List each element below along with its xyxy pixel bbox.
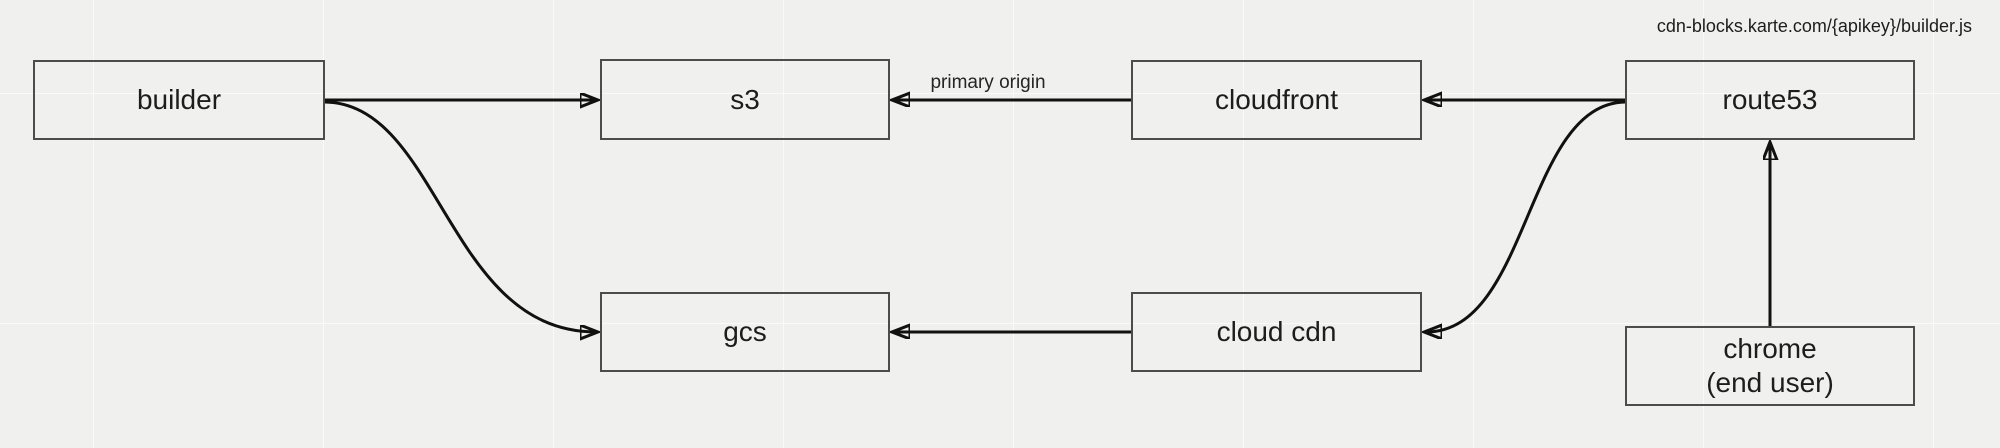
node-builder-label: builder (136, 84, 222, 115)
node-builder: builder (33, 60, 325, 140)
node-route53-label: route53 (1722, 84, 1818, 115)
node-chrome-label-line2: (end user) (1706, 367, 1834, 398)
arrow-route53-to-cloud-cdn (1426, 100, 1626, 332)
arrow-builder-to-gcs (324, 100, 596, 332)
node-cloud-cdn-label: cloud cdn (1216, 316, 1337, 347)
script-url-label: cdn-blocks.karte.com/{apikey}/builder.js (1656, 16, 1972, 36)
node-route53: route53 (1625, 60, 1915, 140)
node-cloud-cdn: cloud cdn (1131, 292, 1422, 372)
node-cloudfront-label: cloudfront (1215, 84, 1338, 115)
node-chrome-end-user: chrome (end user) (1625, 326, 1915, 406)
edge-label-primary-origin: primary origin (930, 72, 1046, 93)
node-cloudfront: cloudfront (1131, 60, 1422, 140)
node-s3: s3 (600, 59, 890, 140)
node-chrome-label-line1: chrome (1723, 333, 1817, 364)
node-gcs: gcs (600, 292, 890, 372)
node-s3-label: s3 (730, 83, 760, 115)
node-gcs-label: gcs (723, 316, 767, 347)
